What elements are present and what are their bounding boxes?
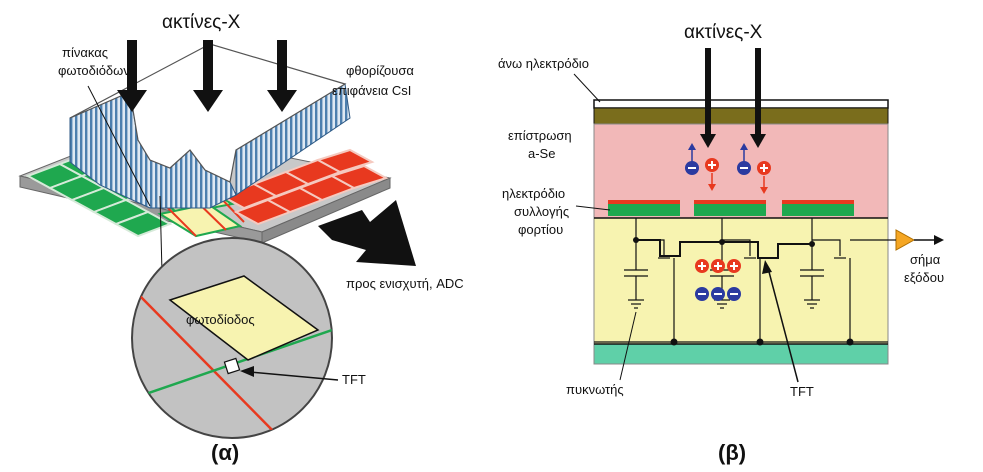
pointer-capacitor	[619, 311, 637, 381]
collect-electrode-label: ηλεκτρόδιο συλλογής φορτίου	[502, 186, 573, 237]
pointer-collect-electrode	[575, 205, 611, 211]
xray-arrows-right	[700, 48, 766, 148]
to-amp-label: προς ενισχυτή, ADC	[346, 276, 464, 291]
circuit-nodes	[633, 237, 854, 346]
pointer-top-electrode	[573, 73, 601, 103]
top-electrode-label: άνω ηλεκτρόδιο	[498, 56, 589, 71]
tft-label-left: TFT	[342, 372, 366, 387]
photodiode-array-label: πίνακας φωτοδιόδων	[58, 45, 130, 78]
phosphor-label: φθορίζουσα επιφάνεια CsI	[332, 63, 418, 98]
caption-a: (α)	[211, 440, 239, 465]
pointer-tft-left	[249, 371, 339, 381]
caption-b: (β)	[718, 440, 746, 465]
photodiode-label: φωτοδίοδος	[186, 312, 255, 327]
capacitor-label: πυκνωτής	[566, 382, 624, 397]
output-amplifier	[895, 229, 916, 251]
tft-square	[223, 357, 241, 375]
circuit-wiring	[594, 218, 888, 343]
base-slab-side	[261, 177, 391, 244]
circuit-layer	[593, 217, 889, 345]
magnified-pixel: φωτοδίοδος TFT	[131, 195, 366, 439]
collection-electrodes	[608, 200, 854, 216]
xray-arrows-left	[117, 40, 297, 112]
panel-b: ακτίνες-Χ	[498, 22, 944, 465]
xray-title-right: ακτίνες-Χ	[684, 22, 763, 43]
top-electrode	[593, 99, 889, 109]
output-label: σήμα εξόδου	[904, 252, 944, 285]
stored-charges	[695, 259, 741, 301]
pointer-array	[87, 85, 151, 207]
panel-a: ακτίνες-Χ προς ενισχυτή, ADC πίνακας φωτ…	[18, 12, 464, 465]
tft-label-right: TFT	[790, 384, 814, 399]
coating-label: επίστρωση a-Se	[508, 128, 575, 161]
pointer-tft-right	[767, 267, 799, 383]
xray-title-left: ακτίνες-Χ	[162, 12, 241, 33]
substrate-layer	[593, 343, 889, 365]
output-arrow-left	[318, 200, 416, 266]
olive-layer	[593, 107, 889, 125]
charge-pairs-se	[685, 143, 771, 194]
red-pixels	[219, 148, 389, 226]
photodiode-cell	[168, 275, 320, 361]
phosphor-top-surface	[69, 43, 347, 183]
